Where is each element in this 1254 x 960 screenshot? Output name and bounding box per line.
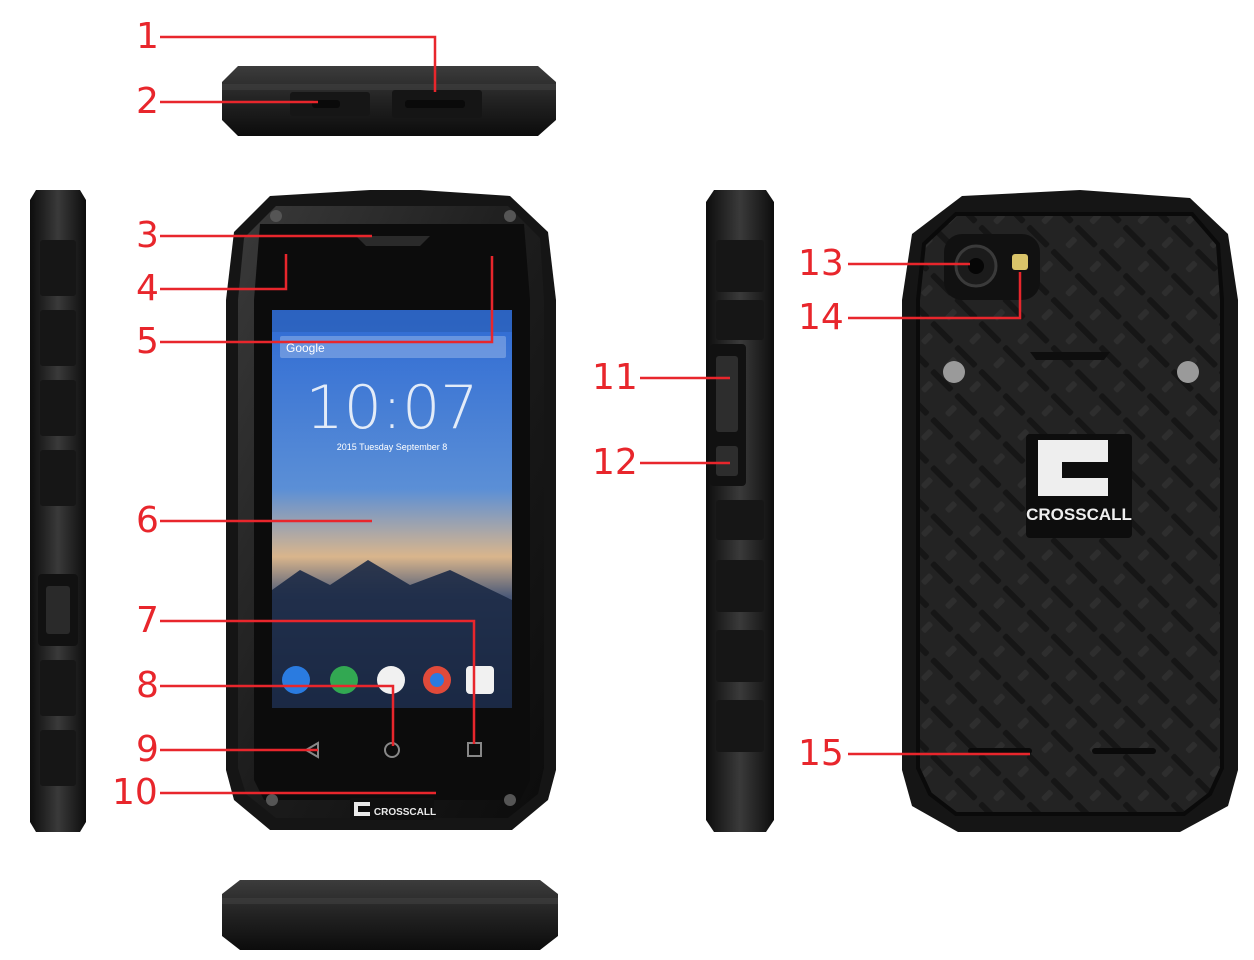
- callout-10: 10: [112, 772, 158, 813]
- phone-bottom-edge-view: [222, 880, 558, 950]
- callout-1: 1: [136, 16, 159, 57]
- callout-12: 12: [592, 442, 638, 483]
- lock-screen-date: 2015 Tuesday September 8: [337, 442, 448, 452]
- callout-5: 5: [136, 321, 159, 362]
- phone-left-side-view: [30, 190, 86, 832]
- callout-8: 8: [136, 665, 159, 706]
- lock-screen-clock: 10:07: [306, 373, 479, 443]
- phone-top-edge-view: [222, 66, 556, 136]
- front-brand-logo: CROSSCALL: [374, 807, 436, 818]
- callout-15: 15: [798, 733, 844, 774]
- phone-back-view: [902, 190, 1238, 832]
- callout-6: 6: [136, 500, 159, 541]
- back-brand-logo: CROSSCALL: [1026, 505, 1132, 524]
- callout-9: 9: [136, 729, 159, 770]
- search-bar-label: Google: [286, 341, 325, 355]
- callout-13: 13: [798, 243, 844, 284]
- flash-icon: [1012, 254, 1028, 270]
- phone-right-side-view: [706, 190, 774, 832]
- volume-key: [716, 356, 738, 432]
- callout-14: 14: [798, 297, 844, 338]
- callout-leader-lines: [160, 35, 1030, 795]
- callout-7: 7: [136, 600, 159, 641]
- phone-front-view: [226, 190, 556, 830]
- callout-2: 2: [136, 81, 159, 122]
- callout-4: 4: [136, 268, 159, 309]
- callout-3: 3: [136, 215, 159, 256]
- callout-11: 11: [592, 357, 638, 398]
- power-key: [716, 446, 738, 476]
